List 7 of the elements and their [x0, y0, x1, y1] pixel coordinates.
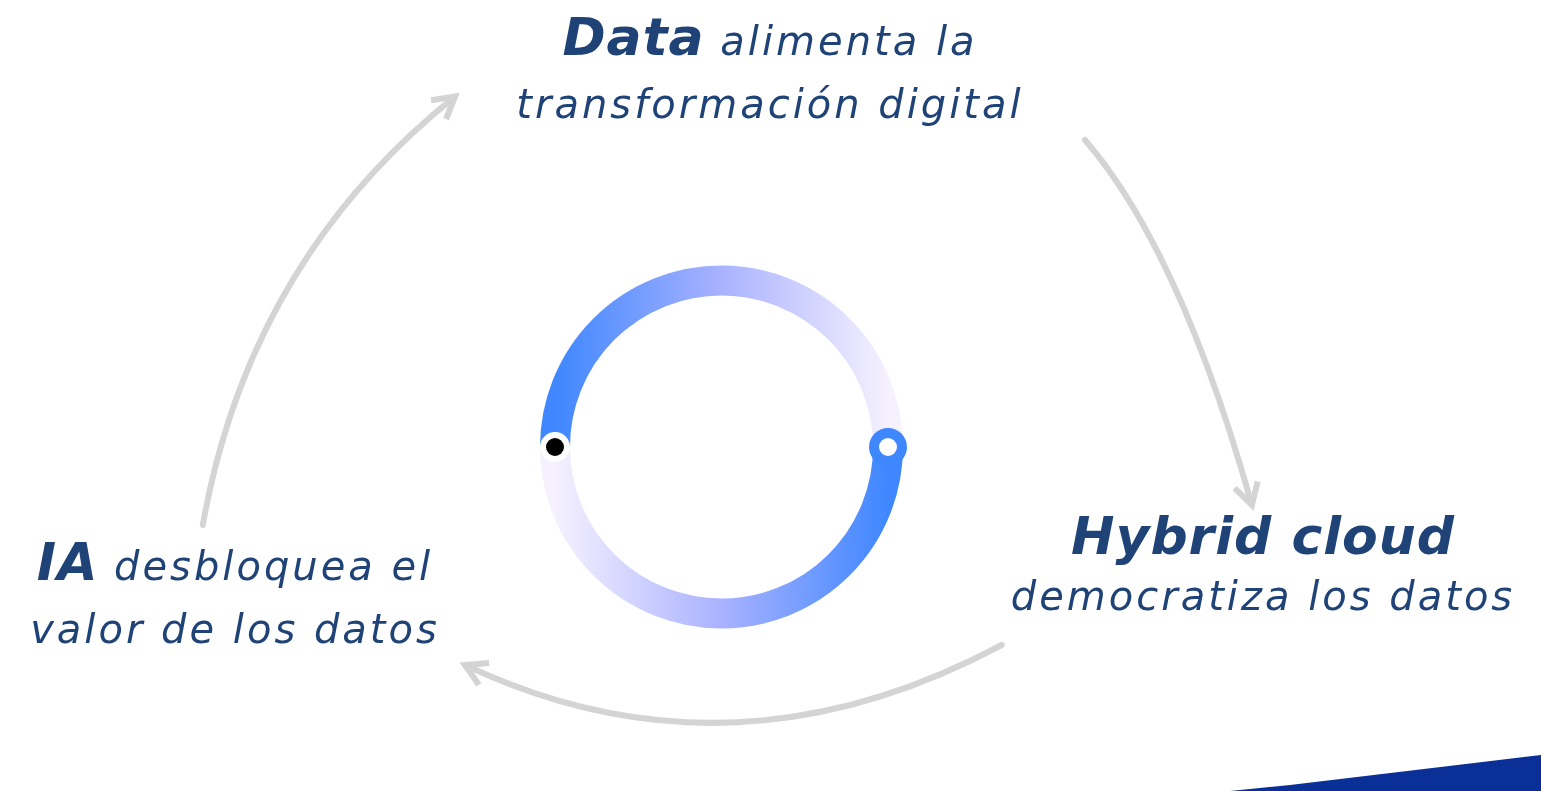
caption-text: Data alimenta la transformación digital	[515, 6, 1025, 130]
curved-arrow	[1082, 137, 1261, 508]
curved-arrow	[199, 93, 458, 528]
body-text: democratiza los datos	[1009, 572, 1517, 622]
curved-arrow	[462, 642, 1005, 726]
caption-text: IA desbloquea el valor de los datos	[29, 531, 441, 655]
heading-text: Hybrid cloud	[1069, 505, 1457, 568]
